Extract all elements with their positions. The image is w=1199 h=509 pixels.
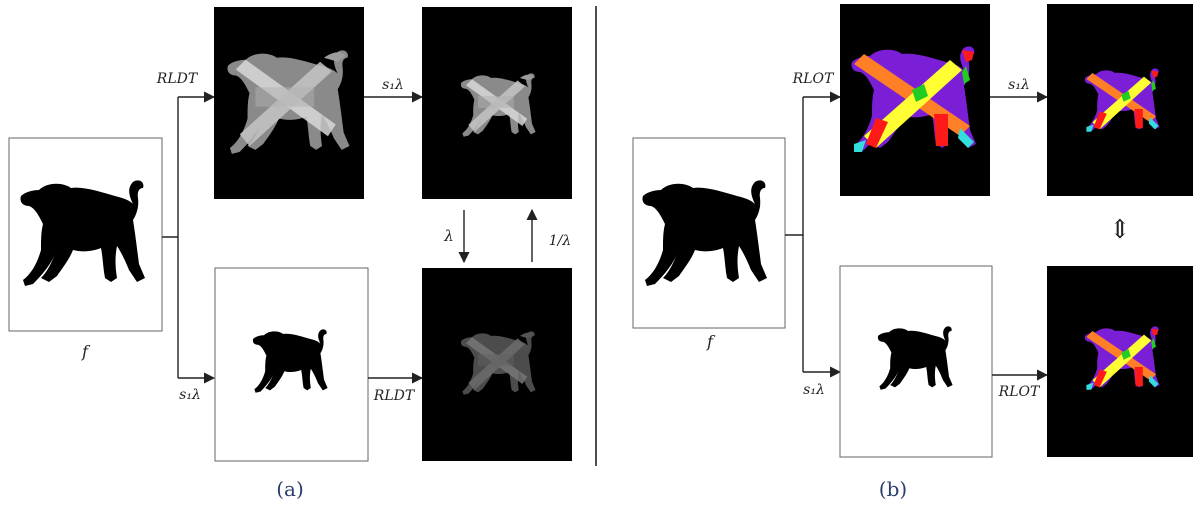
panel-b-top-transform-label: RLOT	[792, 71, 835, 87]
panel-b-scale-label-top: s₁λ	[1008, 77, 1030, 93]
panel-a-bottom-transform-label: RLDT	[373, 388, 416, 404]
panel-b-input-label: f	[706, 332, 716, 351]
panel-b: f RLOT s₁λ s₁λ ⇕ RLOT	[632, 4, 1193, 501]
panel-b-bottom-rlot-image	[1047, 266, 1193, 457]
panel-a-input-label: f	[81, 342, 91, 361]
panel-a-scale-label-bottom: s₁λ	[179, 387, 201, 403]
panel-b-equivalence-icon: ⇕	[1109, 215, 1131, 245]
panel-a-scaled-rldt-image	[422, 7, 572, 199]
panel-a-input-image	[8, 137, 163, 332]
panel-a-scale-label-top: s₁λ	[382, 77, 404, 93]
panel-a-caption: (a)	[276, 477, 304, 501]
panel-a-branch-line	[162, 97, 179, 378]
panel-a: f RLDT s₁λ s₁λ λ 1/λ RLDT	[8, 7, 572, 501]
panel-b-input-image	[632, 137, 786, 329]
panel-a-scaled-input-image	[214, 267, 369, 462]
panel-b-caption: (b)	[879, 477, 907, 501]
panel-b-scale-label-bottom: s₁λ	[803, 382, 825, 398]
panel-b-rlot-image	[840, 4, 990, 196]
panel-b-branch-line	[785, 97, 804, 372]
panel-a-rldt-image	[214, 7, 364, 199]
panel-a-up-arrow-label: 1/λ	[549, 233, 572, 249]
panel-b-bottom-transform-label: RLOT	[998, 384, 1041, 400]
panel-b-scaled-input-image	[839, 265, 993, 458]
panel-a-bottom-rldt-image	[422, 268, 572, 461]
panel-a-down-arrow-label: λ	[443, 227, 454, 245]
panel-a-top-transform-label: RLDT	[156, 71, 199, 87]
panel-b-scaled-rlot-image	[1047, 4, 1193, 196]
